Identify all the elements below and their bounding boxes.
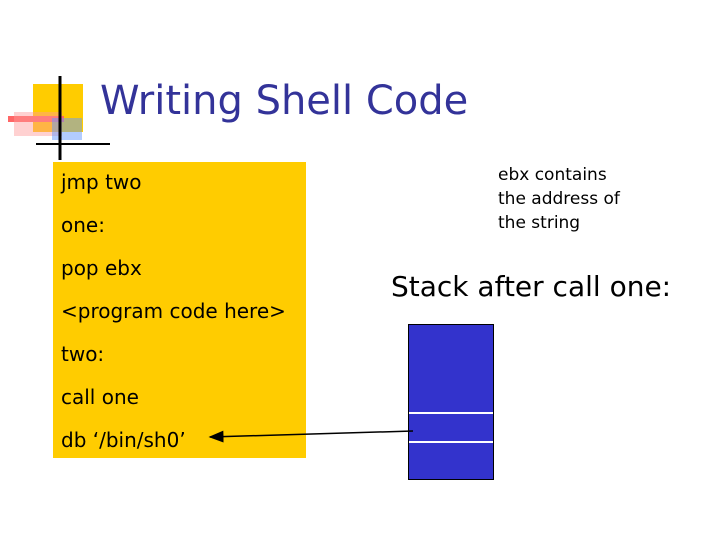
code-line-jmp-two: jmp two (61, 170, 142, 194)
code-line-call-one: call one (61, 385, 139, 409)
code-line-program-code: <program code here> (61, 299, 286, 323)
stack-divider (409, 412, 493, 414)
code-line-one-label: one: (61, 213, 105, 237)
stack-divider (409, 441, 493, 443)
ebx-annotation: ebx contains the address of the string (498, 163, 620, 235)
slide-title: Writing Shell Code (100, 78, 468, 124)
slide-logo-icon (0, 0, 110, 170)
code-line-two-label: two: (61, 342, 104, 366)
stack-diagram (408, 324, 494, 480)
code-listing: jmp two one: pop ebx <program code here>… (53, 162, 306, 458)
annotation-line: ebx contains (498, 163, 620, 187)
stack-label: Stack after call one: (391, 270, 671, 303)
code-line-db-string: db ‘/bin/sh0’ (61, 428, 186, 452)
annotation-line: the address of (498, 187, 620, 211)
code-line-pop-ebx: pop ebx (61, 256, 142, 280)
annotation-line: the string (498, 211, 620, 235)
